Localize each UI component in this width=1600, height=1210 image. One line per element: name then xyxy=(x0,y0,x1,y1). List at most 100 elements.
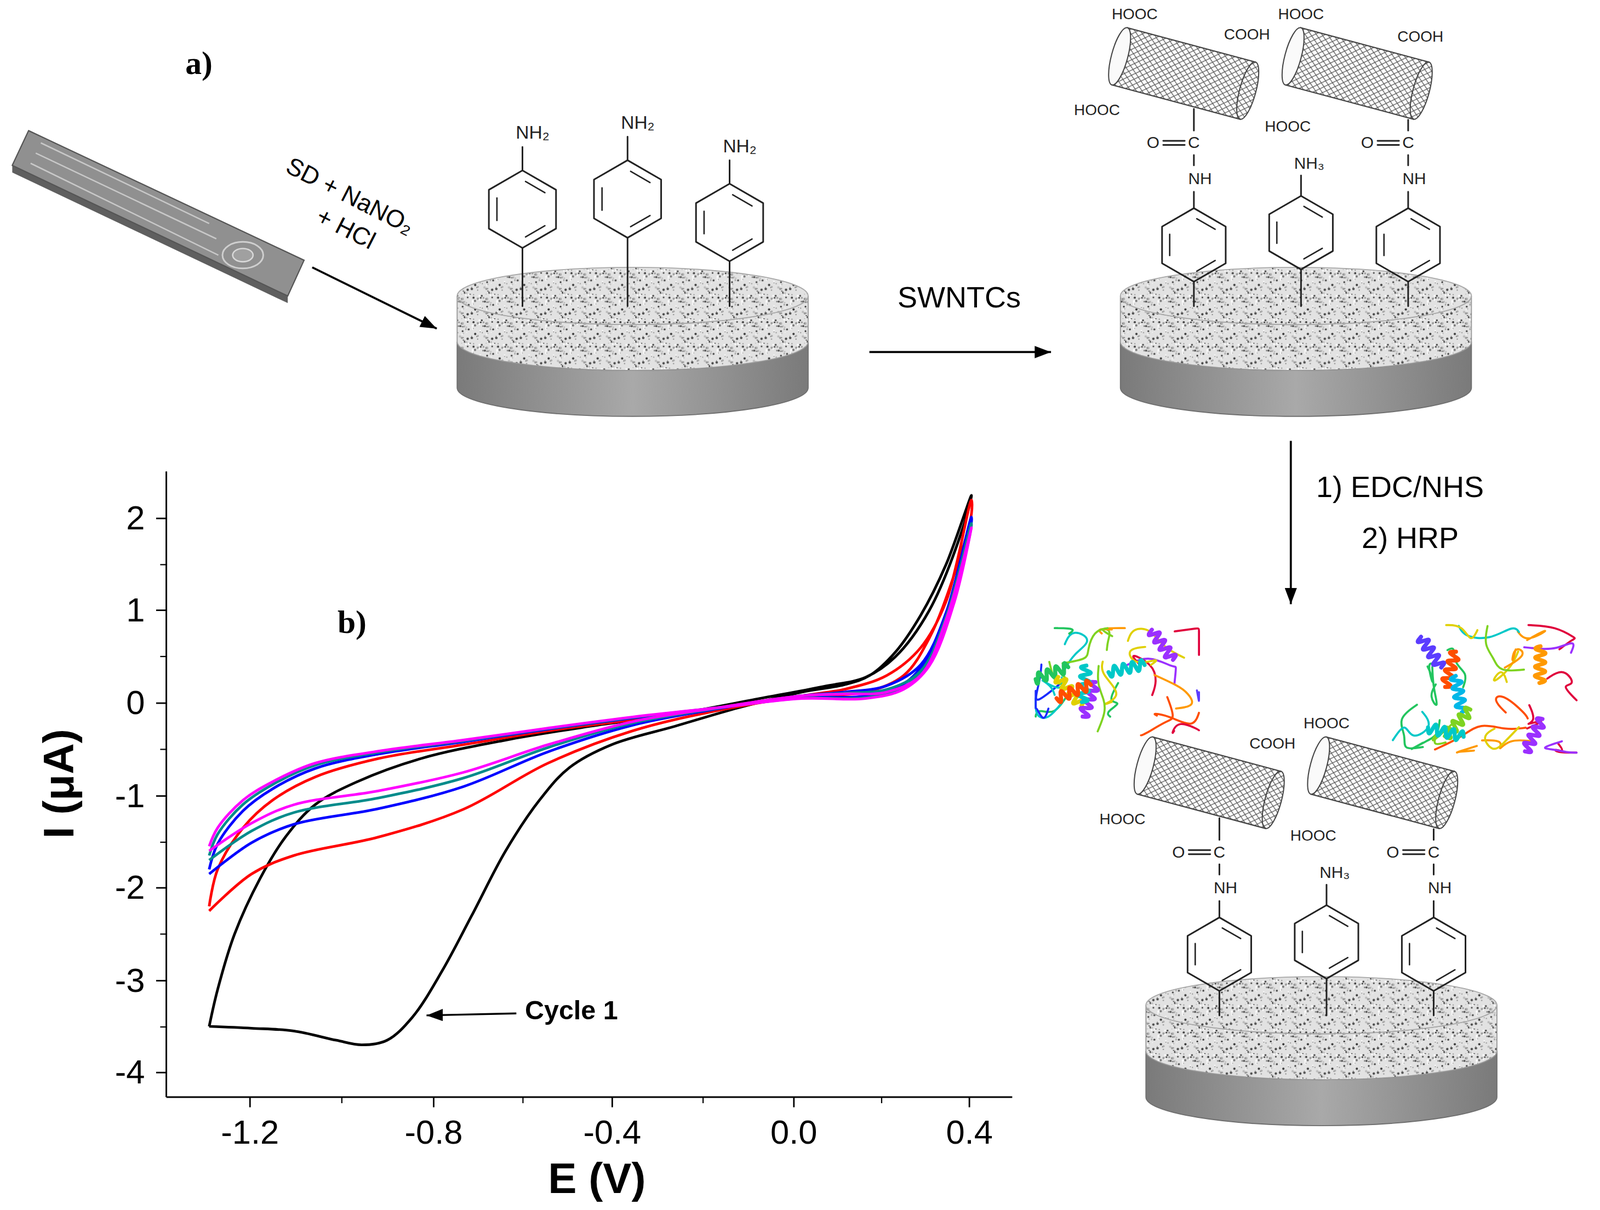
x-minor-tick xyxy=(881,1096,883,1104)
amide-group: NH xyxy=(1213,878,1238,897)
chemical-bond xyxy=(1403,849,1425,851)
protein-helix xyxy=(1148,629,1176,660)
protein-helix xyxy=(1056,680,1091,702)
nanotube-end xyxy=(1303,734,1335,797)
protein-coil xyxy=(1528,625,1575,650)
y-minor-tick xyxy=(160,933,167,935)
electrode-disk xyxy=(1145,976,1497,1126)
oxygen-atom: O xyxy=(1146,133,1160,152)
carbon-atom: C xyxy=(1402,133,1415,152)
y-major-tick xyxy=(156,887,167,889)
protein-coil xyxy=(1140,696,1173,736)
chemical-bond xyxy=(630,171,650,183)
chemical-bond xyxy=(1304,206,1323,217)
nanotube-end xyxy=(1277,25,1309,88)
chemical-bond xyxy=(521,146,524,171)
cv-curve xyxy=(209,516,973,874)
x-axis xyxy=(166,1095,1013,1098)
protein-coil xyxy=(1456,745,1477,753)
chemical-bond xyxy=(1329,957,1348,968)
chemical-bond xyxy=(1163,144,1185,146)
chemical-bond xyxy=(728,160,731,184)
tick-label: -4 xyxy=(115,1053,146,1091)
process-arrow xyxy=(1289,440,1293,604)
chemical-bond xyxy=(1410,218,1430,230)
strip-trace xyxy=(35,152,217,239)
carboxyl-group: HOOC xyxy=(1073,101,1120,119)
protein-helix xyxy=(1108,659,1145,677)
protein-coil xyxy=(1097,665,1105,731)
chemical-bond xyxy=(1436,969,1456,981)
x-minor-tick xyxy=(702,1096,704,1104)
chemical-bond xyxy=(1218,864,1221,875)
amine-group: NH₂ xyxy=(515,123,550,145)
chemical-bond xyxy=(1432,990,1435,1016)
protein-coil xyxy=(1524,643,1574,653)
carbon-atom: C xyxy=(1213,843,1226,862)
protein-coil xyxy=(1545,741,1577,753)
annotation-arrow xyxy=(426,1013,517,1016)
protein-coil xyxy=(1547,671,1577,700)
chemical-bond xyxy=(703,211,706,234)
cv-curve xyxy=(209,523,972,861)
protein-coil xyxy=(1196,690,1199,701)
chemical-bond xyxy=(1222,969,1242,981)
tick-label: 2 xyxy=(126,499,145,537)
amide-group: NH xyxy=(1427,878,1452,897)
benzene-ring xyxy=(1401,917,1466,991)
electrode-disk xyxy=(456,267,809,417)
chemical-bond xyxy=(1377,140,1399,142)
chemical-bond xyxy=(1192,191,1195,209)
carboxyl-group: COOH xyxy=(1397,28,1444,46)
y-major-tick xyxy=(156,979,167,982)
carbon-layer-top xyxy=(456,267,809,325)
process-arrow xyxy=(869,351,1051,354)
tick-label: -0.4 xyxy=(583,1113,642,1152)
oxygen-atom: O xyxy=(1386,843,1399,862)
chemical-bond xyxy=(626,237,629,307)
nanotube-end xyxy=(1129,734,1161,797)
y-minor-tick xyxy=(160,748,167,750)
carboxyl-group: HOOC xyxy=(1277,6,1324,24)
nanotube-end xyxy=(1431,769,1463,831)
chemical-bond xyxy=(1304,248,1323,259)
protein-coil xyxy=(1446,625,1478,639)
chemical-bond xyxy=(728,261,731,307)
x-major-tick xyxy=(968,1096,971,1108)
tick-label: 0.0 xyxy=(770,1113,817,1152)
chemical-bond xyxy=(626,136,629,161)
chemical-bond xyxy=(1436,927,1456,939)
carbon-nanotube xyxy=(1303,734,1463,831)
chemical-bond xyxy=(1432,864,1435,875)
aryl-layer xyxy=(488,136,764,307)
protein-coil xyxy=(1431,666,1437,705)
chemical-bond xyxy=(1196,218,1216,230)
benzene-ring xyxy=(1187,917,1251,991)
linker-layer xyxy=(1187,818,1466,1016)
chemical-bond xyxy=(1300,175,1302,196)
tick-label: -1.2 xyxy=(220,1113,279,1152)
chemical-bond xyxy=(1407,120,1409,131)
chemical-bond xyxy=(1192,155,1195,166)
x-minor-tick xyxy=(341,1096,343,1104)
chemical-bond xyxy=(1218,818,1221,840)
y-major-tick xyxy=(156,609,167,611)
cv-curve xyxy=(209,527,972,851)
carboxyl-group: HOOC xyxy=(1264,118,1311,136)
hrp-protein xyxy=(1392,625,1577,753)
chemical-bond xyxy=(1163,140,1185,142)
protein-coil xyxy=(1054,627,1073,634)
x-major-tick xyxy=(611,1096,614,1108)
protein-coil xyxy=(1154,675,1192,709)
protein-coil xyxy=(1172,723,1199,733)
y-major-tick xyxy=(156,517,167,520)
strip-body xyxy=(12,130,305,296)
carboxyl-group: HOOC xyxy=(1111,6,1158,24)
voltammogram-plot xyxy=(156,471,1013,1107)
curve-annotation: Cycle 1 xyxy=(524,995,619,1025)
benzene-ring xyxy=(1294,905,1359,979)
axis-title: I (μA) xyxy=(35,728,83,839)
electrode-disk xyxy=(1120,267,1472,417)
chemical-bond xyxy=(1222,927,1242,939)
